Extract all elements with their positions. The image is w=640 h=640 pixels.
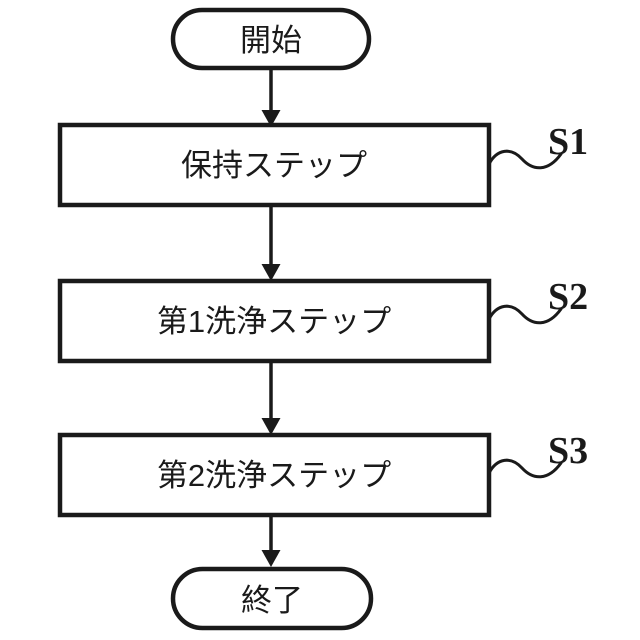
- start-node: 開始: [170, 7, 372, 71]
- arrow-start-to-step1: [261, 66, 281, 127]
- start-label: 開始: [240, 23, 302, 58]
- end-terminator-shape: [170, 566, 374, 631]
- arrow-step1-to-step2: [261, 203, 281, 281]
- arrow-head: [261, 110, 281, 127]
- step2-tag-connector: [487, 304, 563, 325]
- arrow-head: [261, 264, 281, 281]
- arrow-head: [261, 418, 281, 435]
- arrow-step2-to-step3: [261, 359, 281, 435]
- step3-box: [57, 432, 492, 518]
- step1-tag: S1: [548, 121, 588, 163]
- step1-label: 保持ステップ: [181, 148, 367, 183]
- step3-label: 第2洗浄ステップ: [157, 458, 391, 493]
- step3-tag: S3: [548, 430, 588, 472]
- step1-tag-connector: [487, 149, 563, 170]
- step2-tag: S2: [548, 276, 588, 318]
- step2-node: 第1洗浄ステップ S2: [57, 276, 588, 364]
- step3-node: 第2洗浄ステップ S3: [57, 430, 588, 518]
- end-node: 終了: [170, 566, 374, 631]
- end-label: 終了: [241, 583, 303, 618]
- step3-tag-connector: [487, 458, 563, 479]
- arrow-step3-to-end: [261, 513, 281, 567]
- step2-label: 第1洗浄ステップ: [157, 304, 391, 339]
- step1-node: 保持ステップ S1: [57, 121, 588, 208]
- step2-box: [57, 278, 492, 364]
- arrow-head: [261, 550, 281, 567]
